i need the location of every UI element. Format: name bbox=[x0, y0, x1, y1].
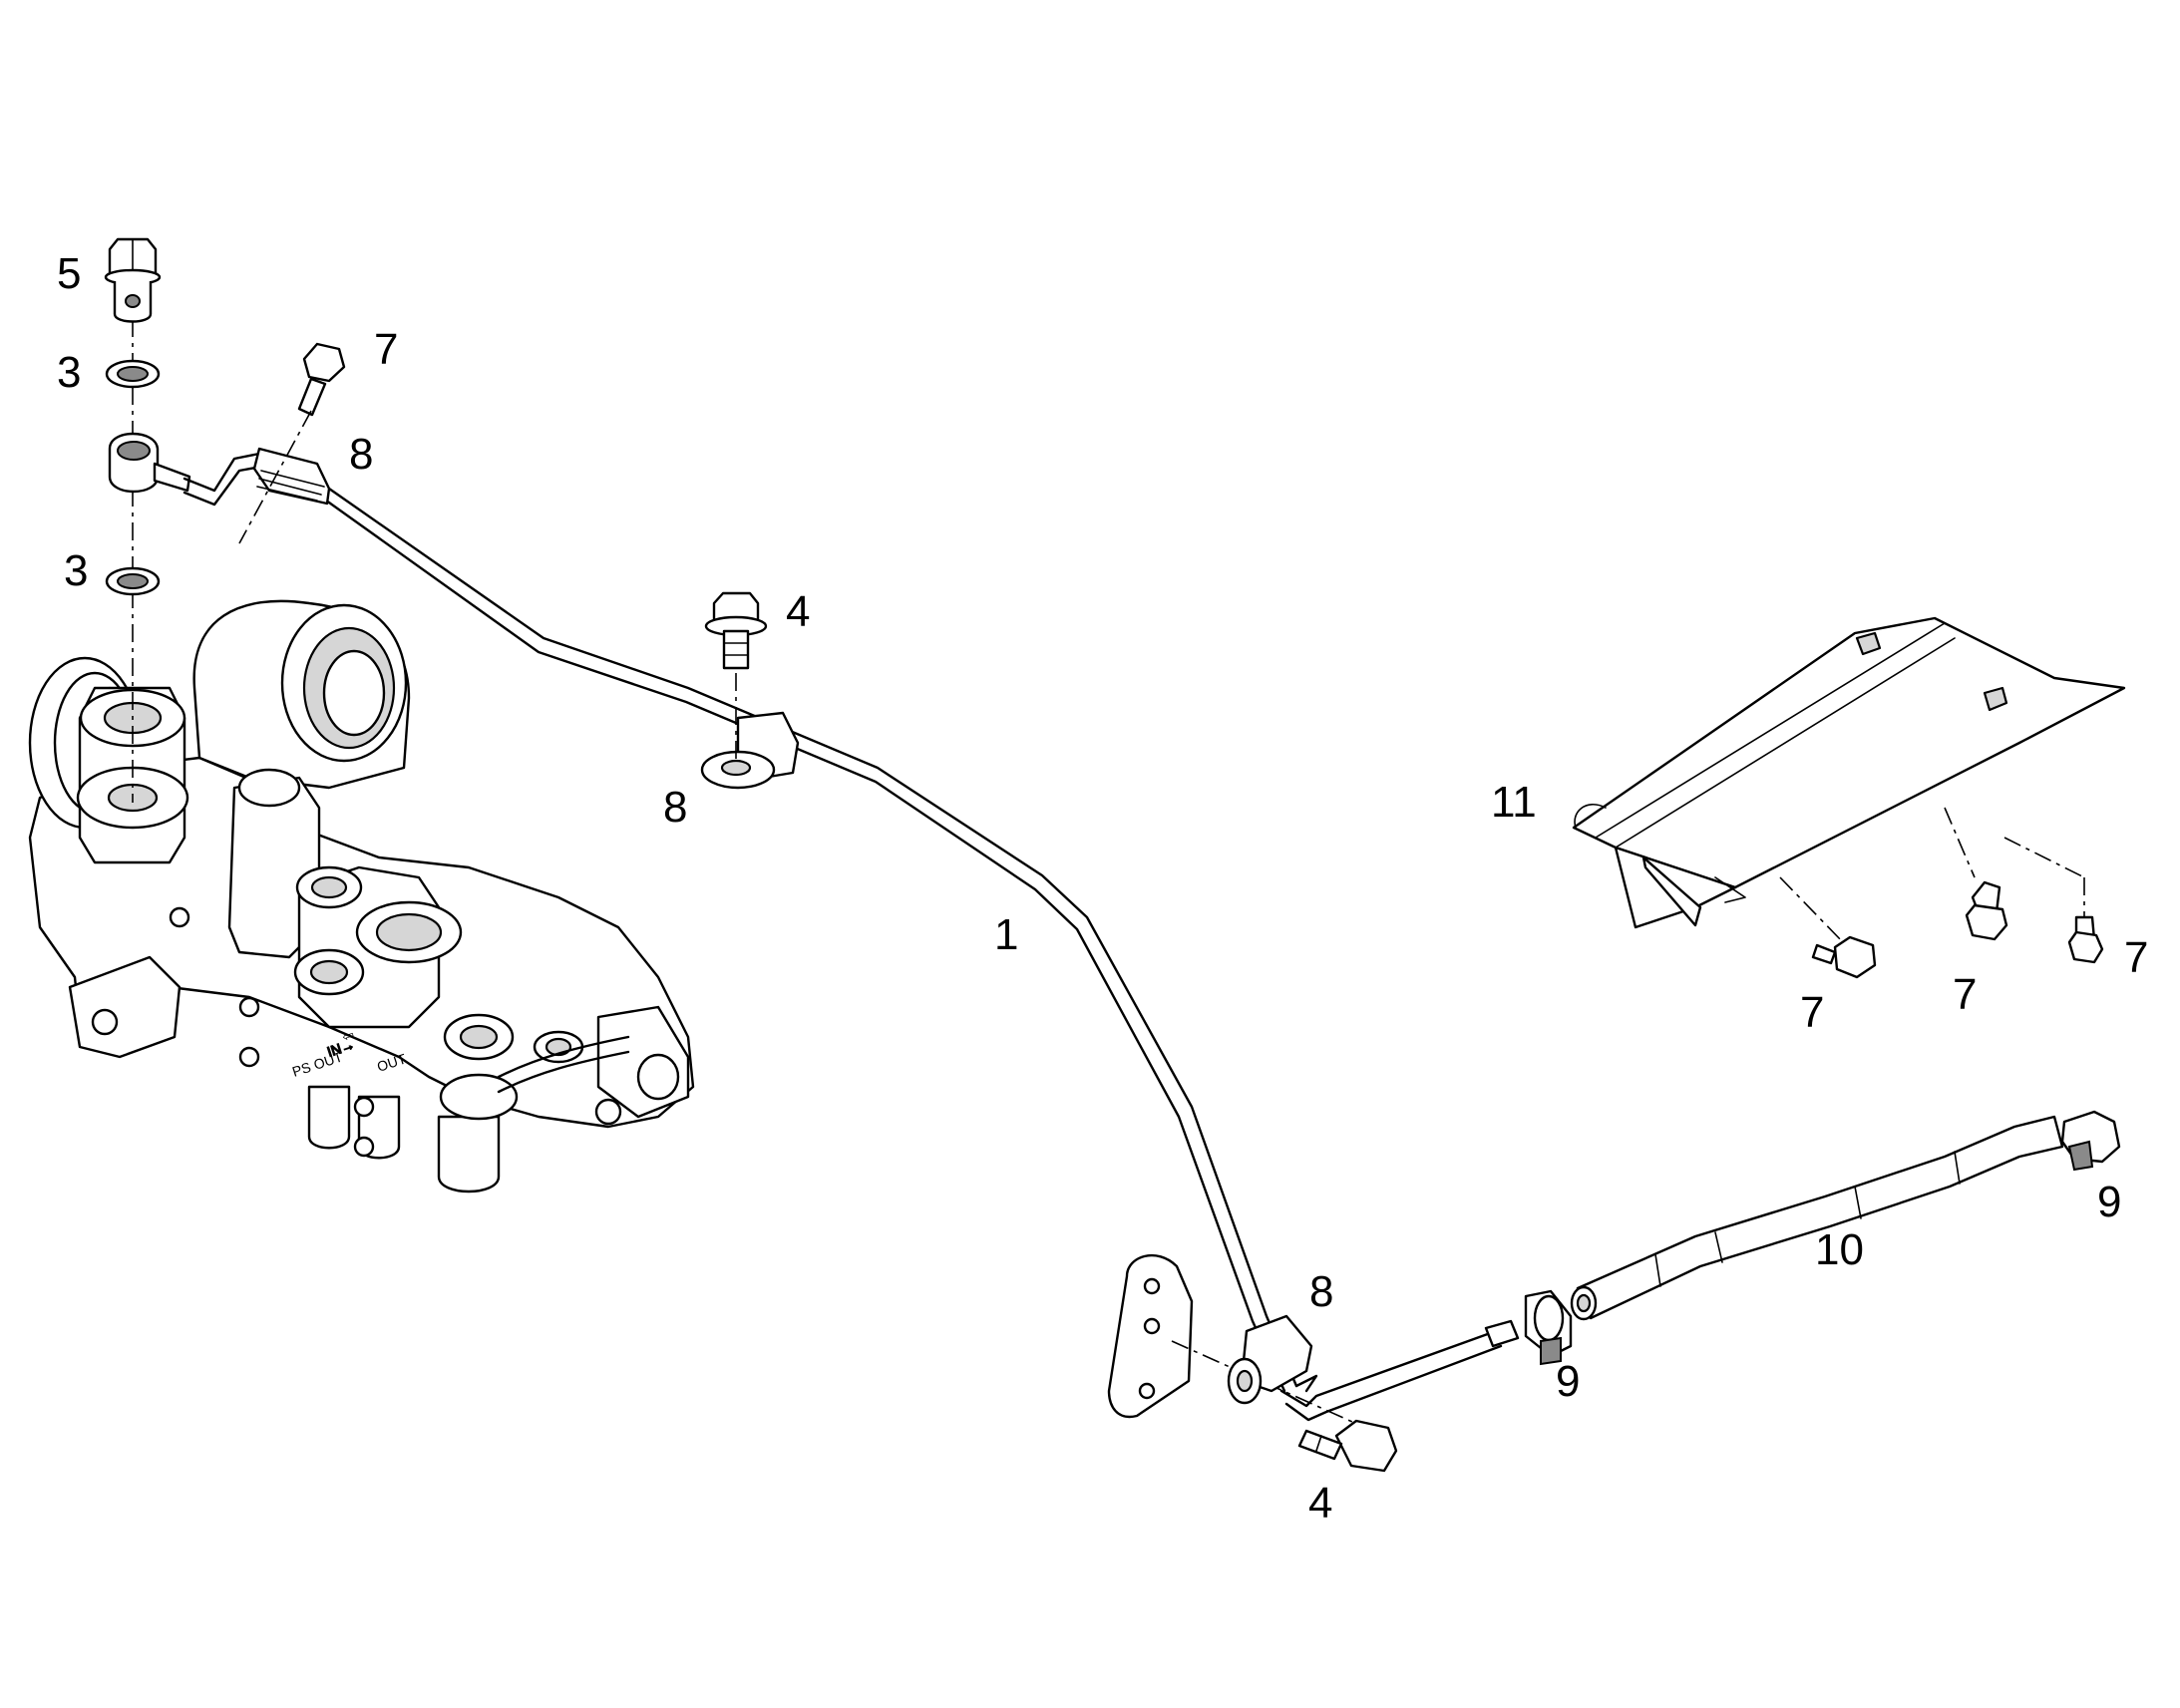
callout-1: 1 bbox=[994, 910, 1018, 959]
housing-marking-out: OUT bbox=[375, 1050, 408, 1074]
sealing-washer-lower bbox=[105, 566, 161, 596]
callout-4-upper: 4 bbox=[786, 587, 810, 636]
bolt-centerline-upper bbox=[238, 410, 312, 544]
banjo-fitting-eye bbox=[108, 432, 191, 494]
callout-4-lower: 4 bbox=[1308, 1479, 1332, 1528]
hose-clamp-left bbox=[1524, 1289, 1573, 1366]
clamp-bolt-upper bbox=[297, 342, 346, 417]
mounting-bracket bbox=[1107, 1254, 1194, 1419]
callout-8-upper: 8 bbox=[349, 430, 373, 479]
heat-shield bbox=[1572, 616, 2126, 929]
flange-bolt-upper bbox=[704, 591, 768, 670]
shield-bolt-middle bbox=[1965, 880, 2008, 941]
callout-3-upper: 3 bbox=[57, 348, 81, 397]
shield-bolt-right bbox=[2067, 915, 2104, 964]
hose bbox=[1570, 1115, 2064, 1321]
shield-bolt-left bbox=[1811, 935, 1877, 979]
tube-clamp-lower bbox=[1227, 1314, 1313, 1405]
tube-clamp-upper bbox=[252, 447, 331, 506]
callout-7-upper: 7 bbox=[374, 325, 398, 374]
flange-bolt-lower bbox=[1297, 1419, 1398, 1473]
callout-7-shield-left: 7 bbox=[1800, 988, 1824, 1037]
hose-clamp-right bbox=[2060, 1110, 2121, 1172]
sealing-washer-upper bbox=[105, 359, 161, 389]
banjo-bolt bbox=[104, 237, 162, 323]
callout-7-shield-right: 7 bbox=[2124, 933, 2148, 982]
shield-centerline-3 bbox=[2003, 837, 2085, 878]
callout-9-left: 9 bbox=[1556, 1357, 1580, 1406]
pump-housing: IN→ OUT PS OUT ⇦ bbox=[28, 599, 695, 1194]
shield-centerline-1 bbox=[1779, 876, 1844, 943]
callout-3-lower: 3 bbox=[64, 546, 88, 595]
shield-centerline-2 bbox=[1944, 807, 1976, 878]
callout-8-middle: 8 bbox=[663, 783, 687, 832]
callout-11: 11 bbox=[1491, 778, 1537, 827]
callout-10: 10 bbox=[1815, 1225, 1864, 1274]
housing-marking-ps-out: PS OUT bbox=[290, 1048, 345, 1079]
callout-8-lower: 8 bbox=[1309, 1267, 1333, 1316]
callout-9-right: 9 bbox=[2097, 1178, 2121, 1226]
callout-5: 5 bbox=[57, 249, 81, 298]
housing-marking-arrow: ⇦ bbox=[340, 1026, 356, 1045]
callout-7-shield-middle: 7 bbox=[1953, 970, 1977, 1019]
tube-clamp-middle bbox=[700, 711, 800, 790]
